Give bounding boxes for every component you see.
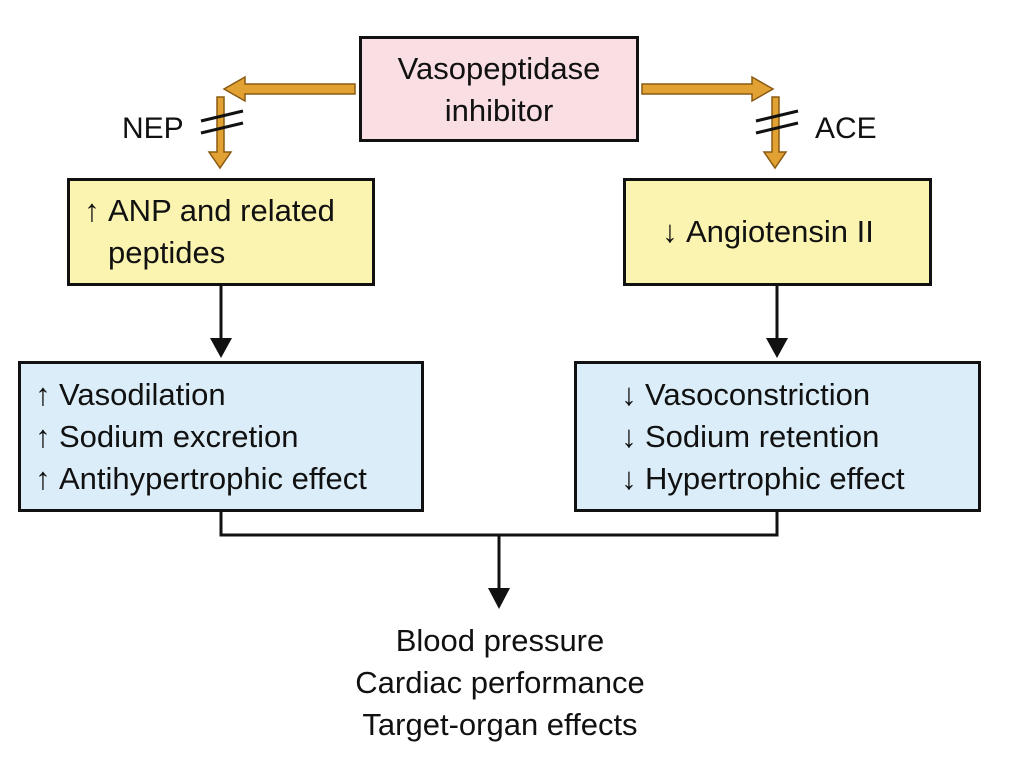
inhibitor-line1: Vasopeptidase	[397, 51, 601, 86]
up-arrow-icon: ↑	[84, 193, 100, 228]
effect-item: ↓Hypertrophic effect	[619, 458, 978, 500]
effect-text: Vasoconstriction	[645, 377, 871, 412]
left-orange-arrow	[222, 75, 356, 103]
outcome-item: Cardiac performance	[355, 665, 645, 700]
anp-box: ↑ANP and related peptides	[67, 178, 375, 286]
outcome-arrowhead	[488, 588, 510, 609]
up-arrow-icon: ↑	[35, 419, 51, 454]
effect-item: ↓Sodium retention	[619, 416, 978, 458]
up-arrow-icon: ↑	[35, 377, 51, 412]
effect-text: Antihypertrophic effect	[59, 461, 367, 496]
ace-label: ACE	[815, 112, 877, 145]
effect-text: Sodium excretion	[59, 419, 299, 454]
merge-connector	[219, 510, 779, 590]
right-orange-arrow	[641, 75, 775, 103]
down-arrow-icon: ↓	[621, 377, 637, 412]
inhibitor-line2: inhibitor	[444, 93, 554, 128]
effect-text: Vasodilation	[59, 377, 226, 412]
effect-item: ↑Sodium excretion	[33, 416, 421, 458]
right-effects-box: ↓Vasoconstriction ↓Sodium retention ↓Hyp…	[574, 361, 981, 512]
vasopeptidase-inhibitor-box: Vasopeptidase inhibitor	[359, 36, 639, 142]
right-orange-down-arrow	[762, 96, 788, 170]
left-orange-down-arrow	[207, 96, 233, 170]
down-arrow-icon: ↓	[662, 214, 678, 249]
outcome-item: Target-organ effects	[362, 707, 638, 742]
right-inhibition-mark	[755, 109, 799, 135]
effect-text: Hypertrophic effect	[645, 461, 905, 496]
effect-item: ↑Antihypertrophic effect	[33, 458, 421, 500]
left-inhibition-mark	[200, 109, 244, 135]
left-effects-box: ↑Vasodilation ↑Sodium excretion ↑Antihyp…	[18, 361, 424, 512]
down-arrow-icon: ↓	[621, 461, 637, 496]
anp-line2: peptides	[108, 235, 226, 270]
angiotensin-line1: Angiotensin II	[686, 214, 874, 249]
nep-label: NEP	[122, 112, 184, 145]
effect-item: ↓Vasoconstriction	[619, 374, 978, 416]
effect-text: Sodium retention	[645, 419, 880, 454]
angiotensin-box: ↓Angiotensin II	[623, 178, 932, 286]
anp-line1: ANP and related	[108, 193, 335, 228]
right-black-arrow	[766, 285, 788, 358]
outcome-list: Blood pressure Cardiac performance Targe…	[300, 620, 700, 746]
left-black-arrow	[210, 285, 232, 358]
up-arrow-icon: ↑	[35, 461, 51, 496]
effect-item: ↑Vasodilation	[33, 374, 421, 416]
down-arrow-icon: ↓	[621, 419, 637, 454]
outcome-item: Blood pressure	[395, 623, 605, 658]
